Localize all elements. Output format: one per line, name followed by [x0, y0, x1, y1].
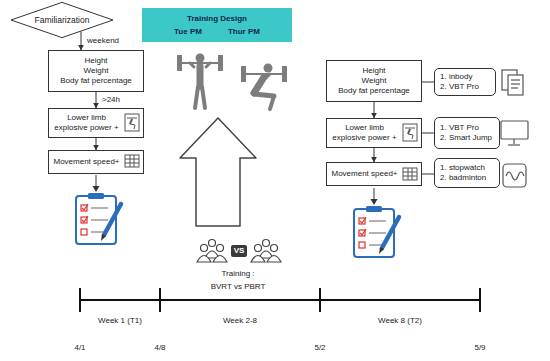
process-box: Lower limb explosive power +	[326, 118, 422, 148]
process-box: HeightWeightBody fat percentage	[48, 50, 144, 92]
node-text: 1. inbody	[440, 72, 472, 82]
text-row: Tue PM Thur PM	[174, 27, 260, 37]
node-text: Familiarization	[35, 15, 90, 25]
process-box: Lower limb explosive power +	[48, 108, 144, 138]
period-label: Week 1 (T1)	[97, 316, 143, 326]
connector-arrow	[96, 92, 97, 108]
tool-icons	[501, 70, 528, 187]
node-text: 1. VBT Pro	[440, 123, 479, 133]
node-text: Thur PM	[228, 27, 260, 37]
box-icons	[125, 114, 417, 180]
node-text: Movement speed+	[331, 169, 397, 179]
group-label: Training :	[220, 269, 255, 279]
big-up-arrow	[180, 118, 256, 226]
node-text: Movement speed+	[53, 157, 119, 167]
process-box: HeightWeightBody fat percentage	[326, 60, 422, 102]
connector-arrow	[96, 138, 97, 150]
edge-label: weekend	[86, 36, 120, 46]
tool-box: 1. stopwatch2. badminton	[434, 158, 500, 188]
clipboard-icon	[76, 193, 121, 244]
process-box: Movement speed+	[48, 150, 144, 174]
date-label: 4/8	[153, 343, 166, 353]
squat-figures	[177, 54, 287, 110]
process-box: Movement speed+	[326, 162, 422, 186]
date-label: 5/2	[313, 343, 326, 353]
connector-arrow	[422, 133, 434, 134]
connector-arrow	[374, 148, 375, 162]
node-text: Tue PM	[174, 27, 202, 37]
timeline	[79, 288, 481, 312]
connector-arrow	[422, 174, 434, 175]
connector-arrow	[374, 102, 375, 118]
clipboard-icon	[354, 206, 399, 257]
node-text: 1. stopwatch	[440, 163, 485, 173]
tool-box: 1. inbody2. VBT Pro	[434, 68, 496, 96]
title-banner: Training DesignTue PM Thur PM	[142, 8, 292, 42]
decision-diamond: Familiarization	[10, 2, 114, 38]
period-label: Week 8 (T2)	[377, 316, 423, 326]
date-label: 4/1	[73, 343, 86, 353]
clipboard-arrows	[93, 175, 378, 205]
group-icons	[197, 240, 281, 263]
node-text: Lower limb explosive power +	[330, 123, 399, 143]
date-label: 5/9	[473, 343, 486, 353]
node-text: 2. badminton	[440, 173, 486, 183]
node-text: Weight	[362, 76, 387, 86]
versus-badge: VS	[231, 245, 248, 257]
node-text: Height	[362, 66, 385, 76]
tool-box: 1. VBT Pro2. Smart Jump	[434, 117, 500, 149]
node-text: Body fat percentage	[60, 76, 132, 86]
connector-arrow	[422, 82, 434, 83]
node-text: Lower limb explosive power +	[52, 113, 121, 133]
node-text: 2. VBT Pro	[440, 82, 479, 92]
node-text: Body fat percentage	[338, 86, 410, 96]
node-text: Weight	[84, 66, 109, 76]
group-label: BVRT vs PBRT	[210, 282, 267, 292]
node-text: Height	[84, 56, 107, 66]
connector-arrow	[81, 31, 82, 50]
node-text: Training Design	[187, 14, 247, 24]
period-label: Week 2-8	[222, 316, 258, 326]
edge-label: >24h	[101, 95, 121, 105]
node-text: 2. Smart Jump	[440, 133, 492, 143]
